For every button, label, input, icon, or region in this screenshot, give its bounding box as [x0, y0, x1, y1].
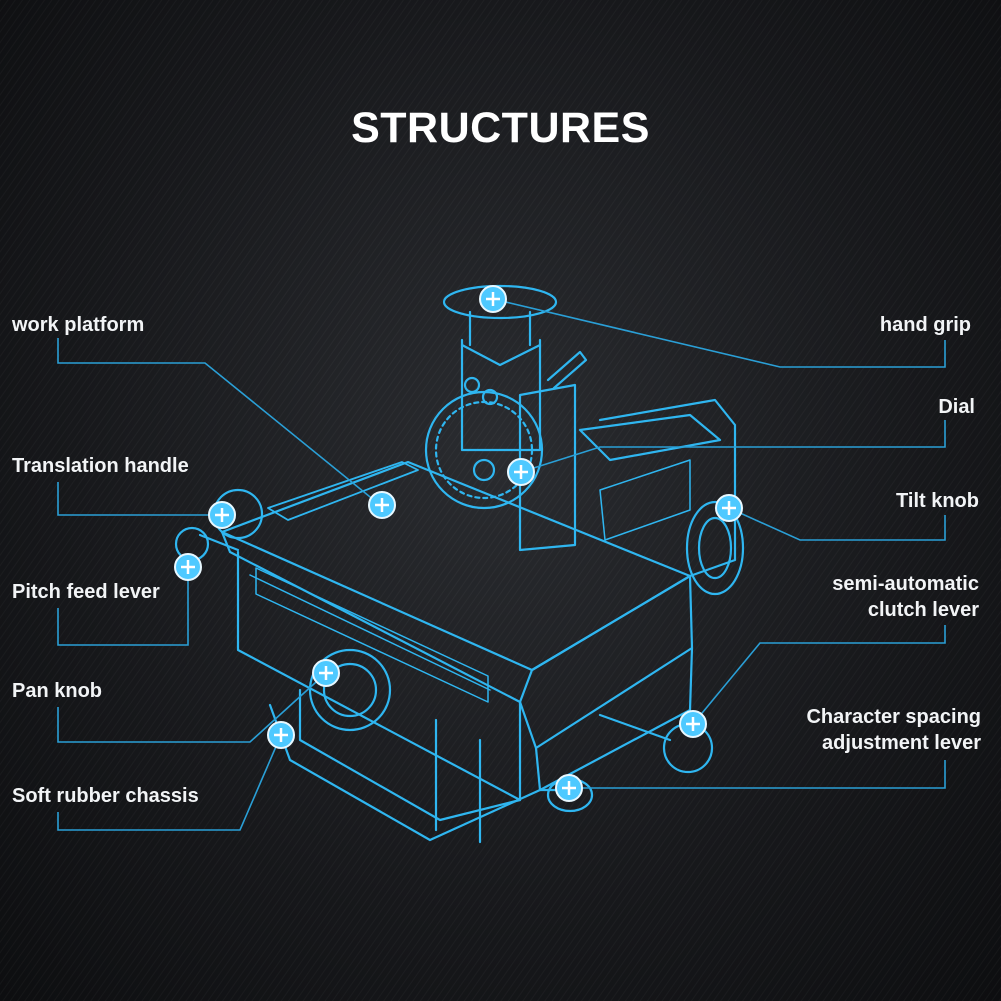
- tilt-knob-outer: [685, 500, 745, 596]
- label-dial: Dial: [938, 396, 975, 418]
- label-hand-grip: hand grip: [879, 314, 971, 336]
- marker-semi-automatic-clutch-lever[interactable]: [679, 710, 707, 738]
- head-column-top: [460, 343, 542, 367]
- marker-hand-grip[interactable]: [479, 285, 507, 313]
- label-character-spacing-line2: adjustment lever: [822, 732, 981, 754]
- front-body: [236, 550, 522, 802]
- tilt-knob-inner: [697, 516, 733, 580]
- dial-screw-2: [481, 388, 499, 406]
- label-soft-rubber-chassis: Soft rubber chassis: [12, 785, 199, 807]
- scale-plate: [255, 567, 489, 703]
- front-scale: [249, 574, 491, 691]
- leader-dial: [520, 420, 946, 473]
- marker-pan-knob[interactable]: [312, 659, 340, 687]
- hand-grip-disc: [442, 284, 558, 320]
- leader-semi-automatic-clutch-lever: [692, 625, 946, 725]
- pan-knob-outer: [308, 648, 392, 732]
- dial-hub: [472, 458, 496, 482]
- work-table-front-edge: [220, 530, 534, 704]
- marker-soft-rubber-chassis[interactable]: [267, 721, 295, 749]
- markers: [174, 285, 743, 802]
- rear-body: [598, 398, 737, 578]
- label-work-platform: work platform: [12, 314, 145, 336]
- leader-translation-handle: [57, 482, 220, 516]
- marker-translation-handle[interactable]: [208, 501, 236, 529]
- marker-character-spacing-adjustment-lever[interactable]: [555, 774, 583, 802]
- work-table-top: [220, 460, 692, 672]
- label-semi-automatic-clutch-lever: semi-automatic clutch lever: [832, 571, 979, 623]
- dial-screw-1: [463, 376, 481, 394]
- hand-grip-stem: [468, 310, 532, 347]
- label-tilt-knob: Tilt knob: [896, 490, 979, 512]
- marker-dial[interactable]: [507, 458, 535, 486]
- work-platform-plate: [267, 461, 419, 521]
- pan-knob-inner: [322, 662, 378, 718]
- head-column: [460, 338, 542, 452]
- leader-work-platform: [57, 338, 381, 506]
- leader-character-spacing-adjustment-lever: [569, 760, 946, 789]
- machine-outline: [174, 284, 745, 844]
- rear-rail: [578, 413, 722, 462]
- spacing-lever-bar: [598, 713, 672, 742]
- label-pitch-feed-lever: Pitch feed lever: [12, 581, 160, 603]
- leader-pan-knob: [57, 672, 327, 743]
- label-pan-knob: Pan knob: [12, 680, 103, 702]
- marker-tilt-knob[interactable]: [715, 494, 743, 522]
- leader-hand-grip: [492, 298, 946, 368]
- side-housing: [518, 383, 577, 552]
- label-translation-handle: Translation handle: [12, 455, 189, 477]
- rear-scale: [599, 459, 691, 541]
- chassis-base: [268, 703, 562, 842]
- leader-soft-rubber-chassis: [57, 734, 282, 831]
- leader-lines: [57, 298, 946, 831]
- leader-tilt-knob: [728, 507, 946, 541]
- page-title: STRUCTURES: [351, 104, 650, 152]
- label-character-spacing-adjustment-lever: Character spacing adjustment lever: [806, 704, 981, 756]
- leader-pitch-feed-lever: [57, 568, 189, 646]
- label-semi-automatic-line2: clutch lever: [867, 599, 979, 621]
- marker-pitch-feed-lever[interactable]: [174, 553, 202, 581]
- label-semi-automatic-line1: semi-automatic: [832, 573, 979, 595]
- chassis-right: [534, 646, 694, 792]
- clutch-handle: [546, 350, 588, 390]
- marker-work-platform[interactable]: [368, 491, 396, 519]
- label-character-spacing-line1: Character spacing: [806, 706, 981, 728]
- chassis-legs: [434, 718, 482, 844]
